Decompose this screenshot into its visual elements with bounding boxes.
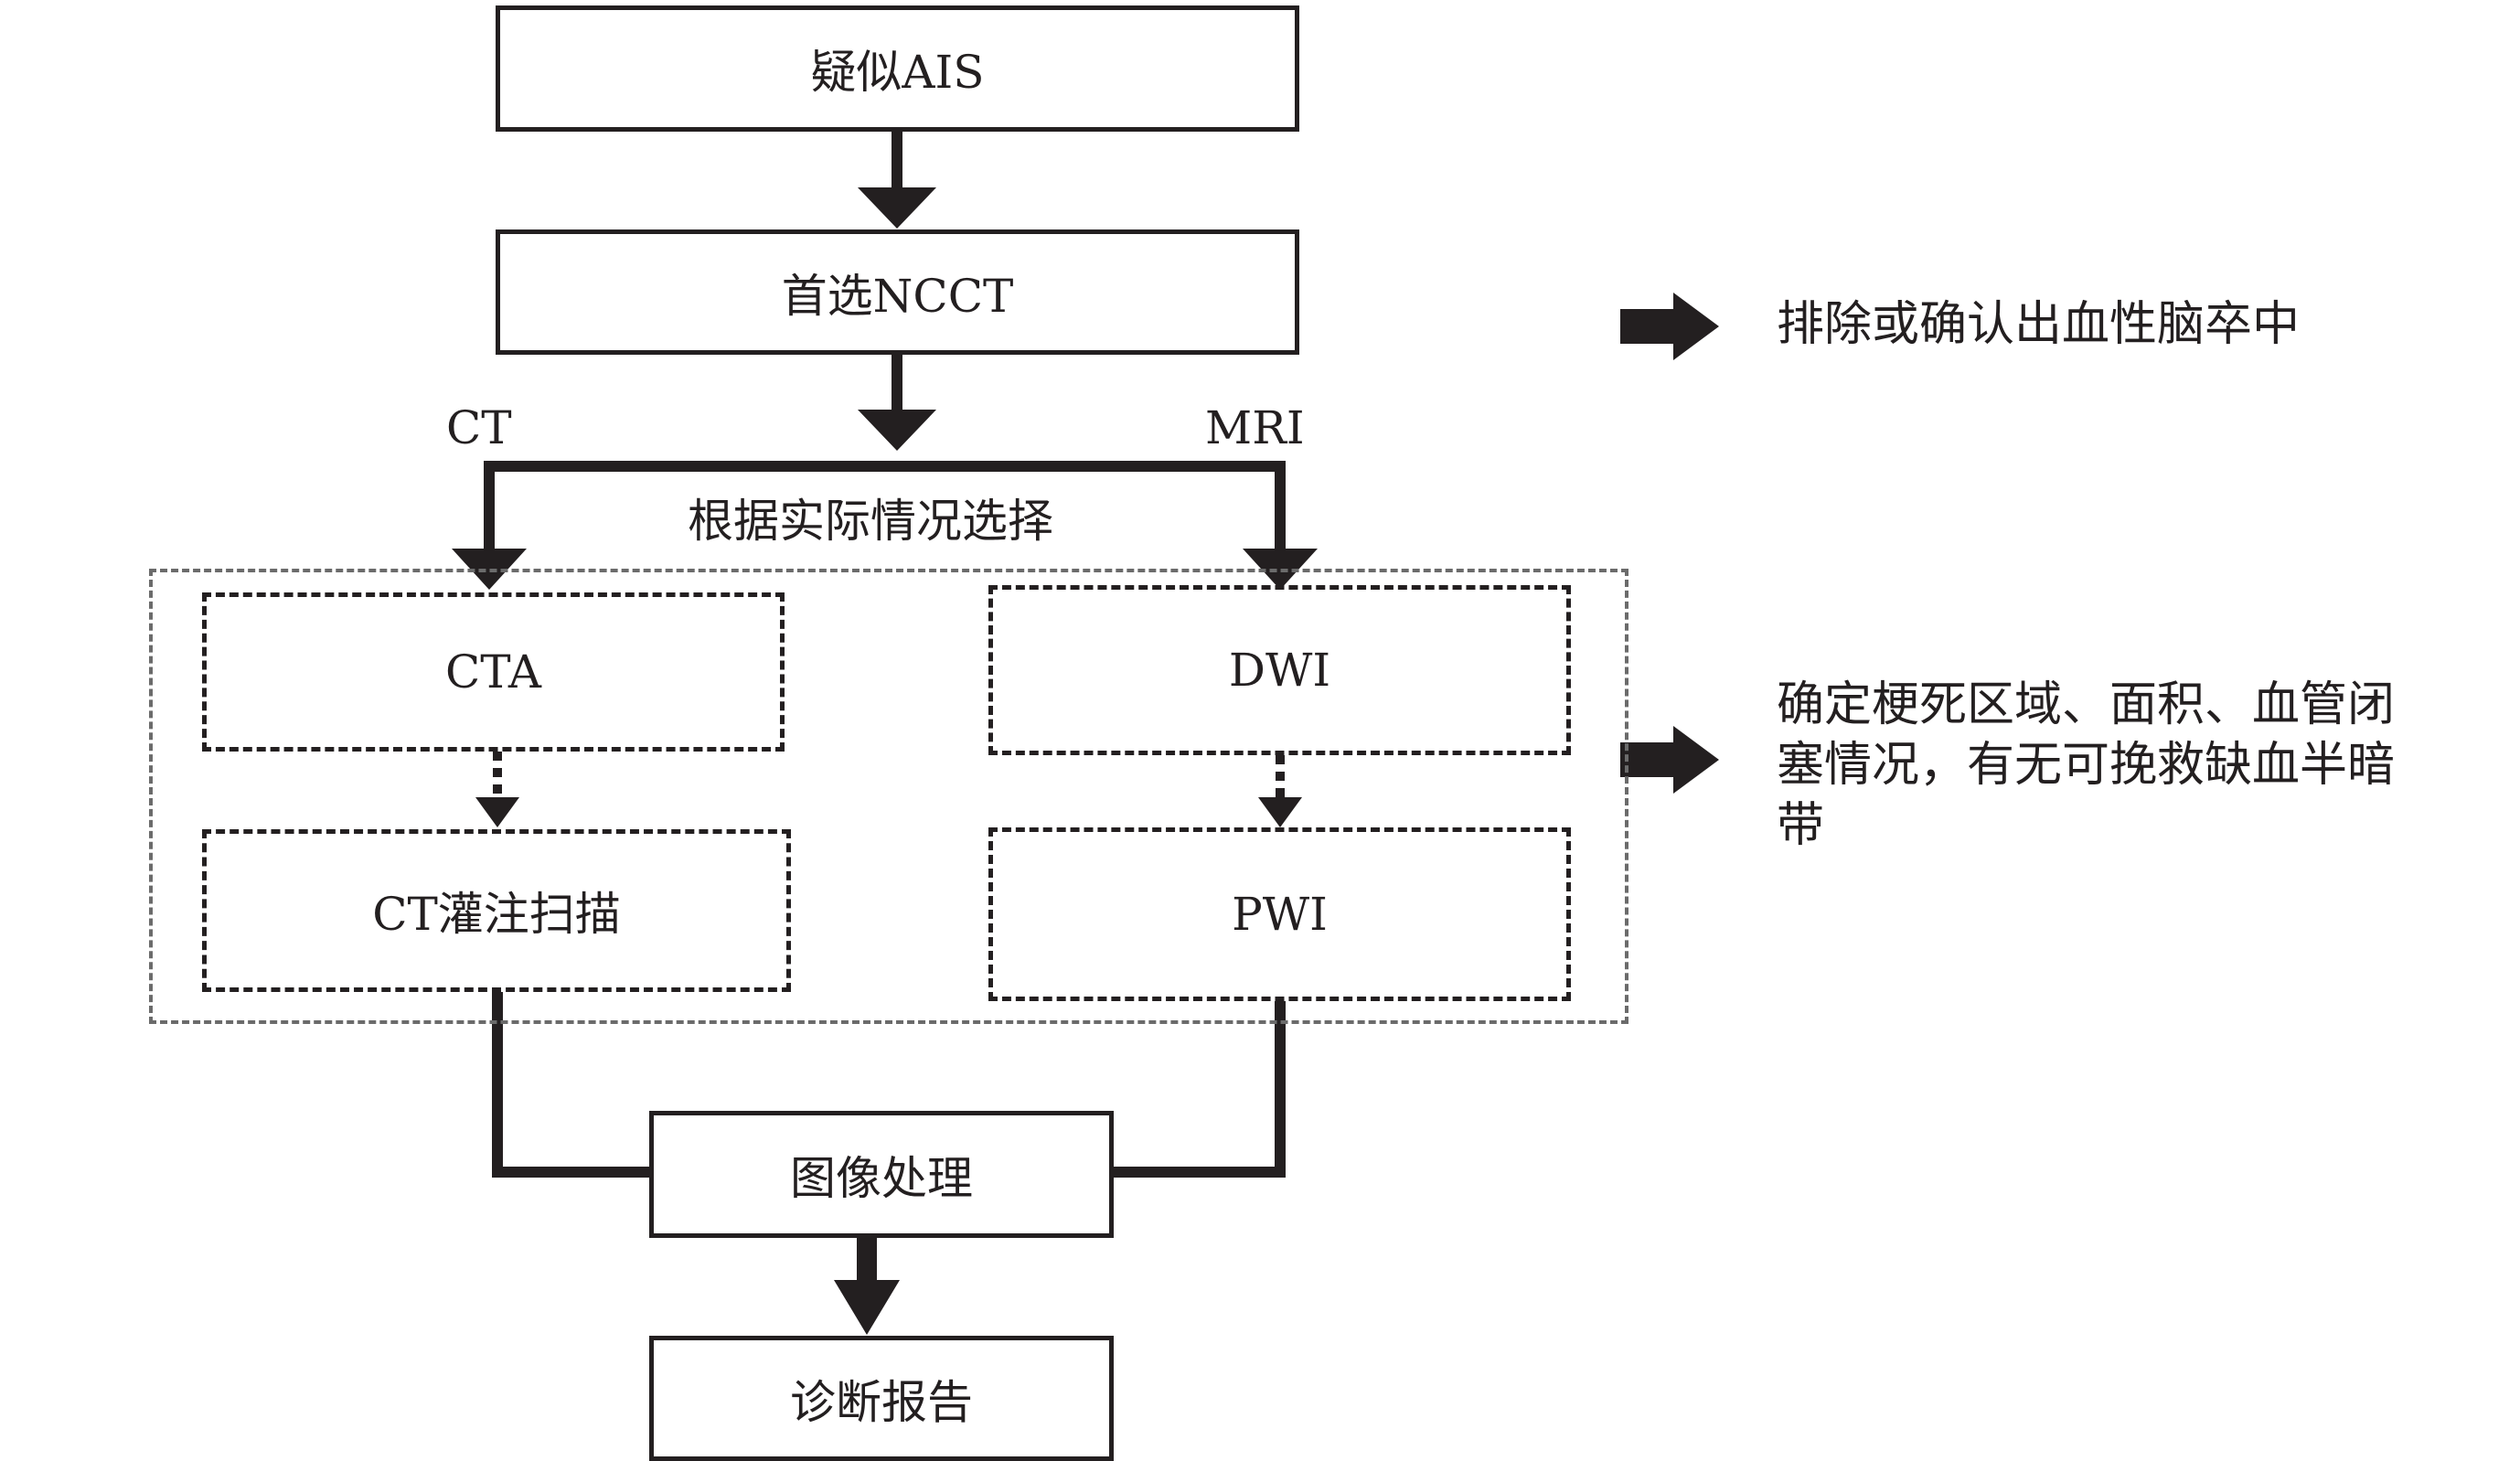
suspected-ais-label: 疑似AIS (810, 46, 985, 99)
ncct-label: 首选NCCT (781, 269, 1014, 323)
pwi-label: PWI (1232, 888, 1328, 941)
note-ncct-purpose: 排除或确认出血性脑卒中 (1777, 297, 2301, 352)
note-advanced-purpose: 确定梗死区域、面积、血管闭塞情况，有无可挽救缺血半暗带 (1777, 677, 2396, 853)
advanced-imaging-group (149, 569, 1628, 1024)
image-processing-label: 图像处理 (790, 1151, 973, 1205)
side-arrow-ncct (1620, 293, 1719, 360)
arrow-dwi-to-pwi (1258, 755, 1302, 827)
branch-label-ct: CT (446, 401, 512, 454)
arrow-ncct-to-branch (858, 355, 936, 451)
suspected-ais-box: 疑似AIS (496, 5, 1299, 132)
diagnosis-report-label: 诊断报告 (790, 1375, 973, 1429)
dwi-box: DWI (988, 585, 1571, 755)
branch-label-choose: 根据实际情况选择 (688, 495, 1053, 548)
branch-label-mri: MRI (1205, 401, 1305, 454)
arrow-cta-to-ct-perfusion (475, 752, 519, 827)
dwi-label: DWI (1228, 644, 1331, 697)
cta-label: CTA (445, 645, 541, 699)
diagnosis-report-box: 诊断报告 (649, 1336, 1114, 1461)
arrow-processing-to-report (834, 1238, 900, 1335)
merge-line-left (492, 992, 651, 1178)
pwi-box: PWI (988, 827, 1571, 1001)
arrow-suspected-to-ncct (858, 132, 936, 229)
merge-line-right (1112, 1001, 1286, 1178)
cta-box: CTA (202, 592, 785, 752)
ncct-box: 首选NCCT (496, 229, 1299, 355)
ct-perfusion-box: CT灌注扫描 (202, 829, 791, 992)
side-arrow-advanced (1620, 726, 1719, 794)
ct-perfusion-label: CT灌注扫描 (372, 888, 621, 941)
image-processing-box: 图像处理 (649, 1111, 1114, 1238)
